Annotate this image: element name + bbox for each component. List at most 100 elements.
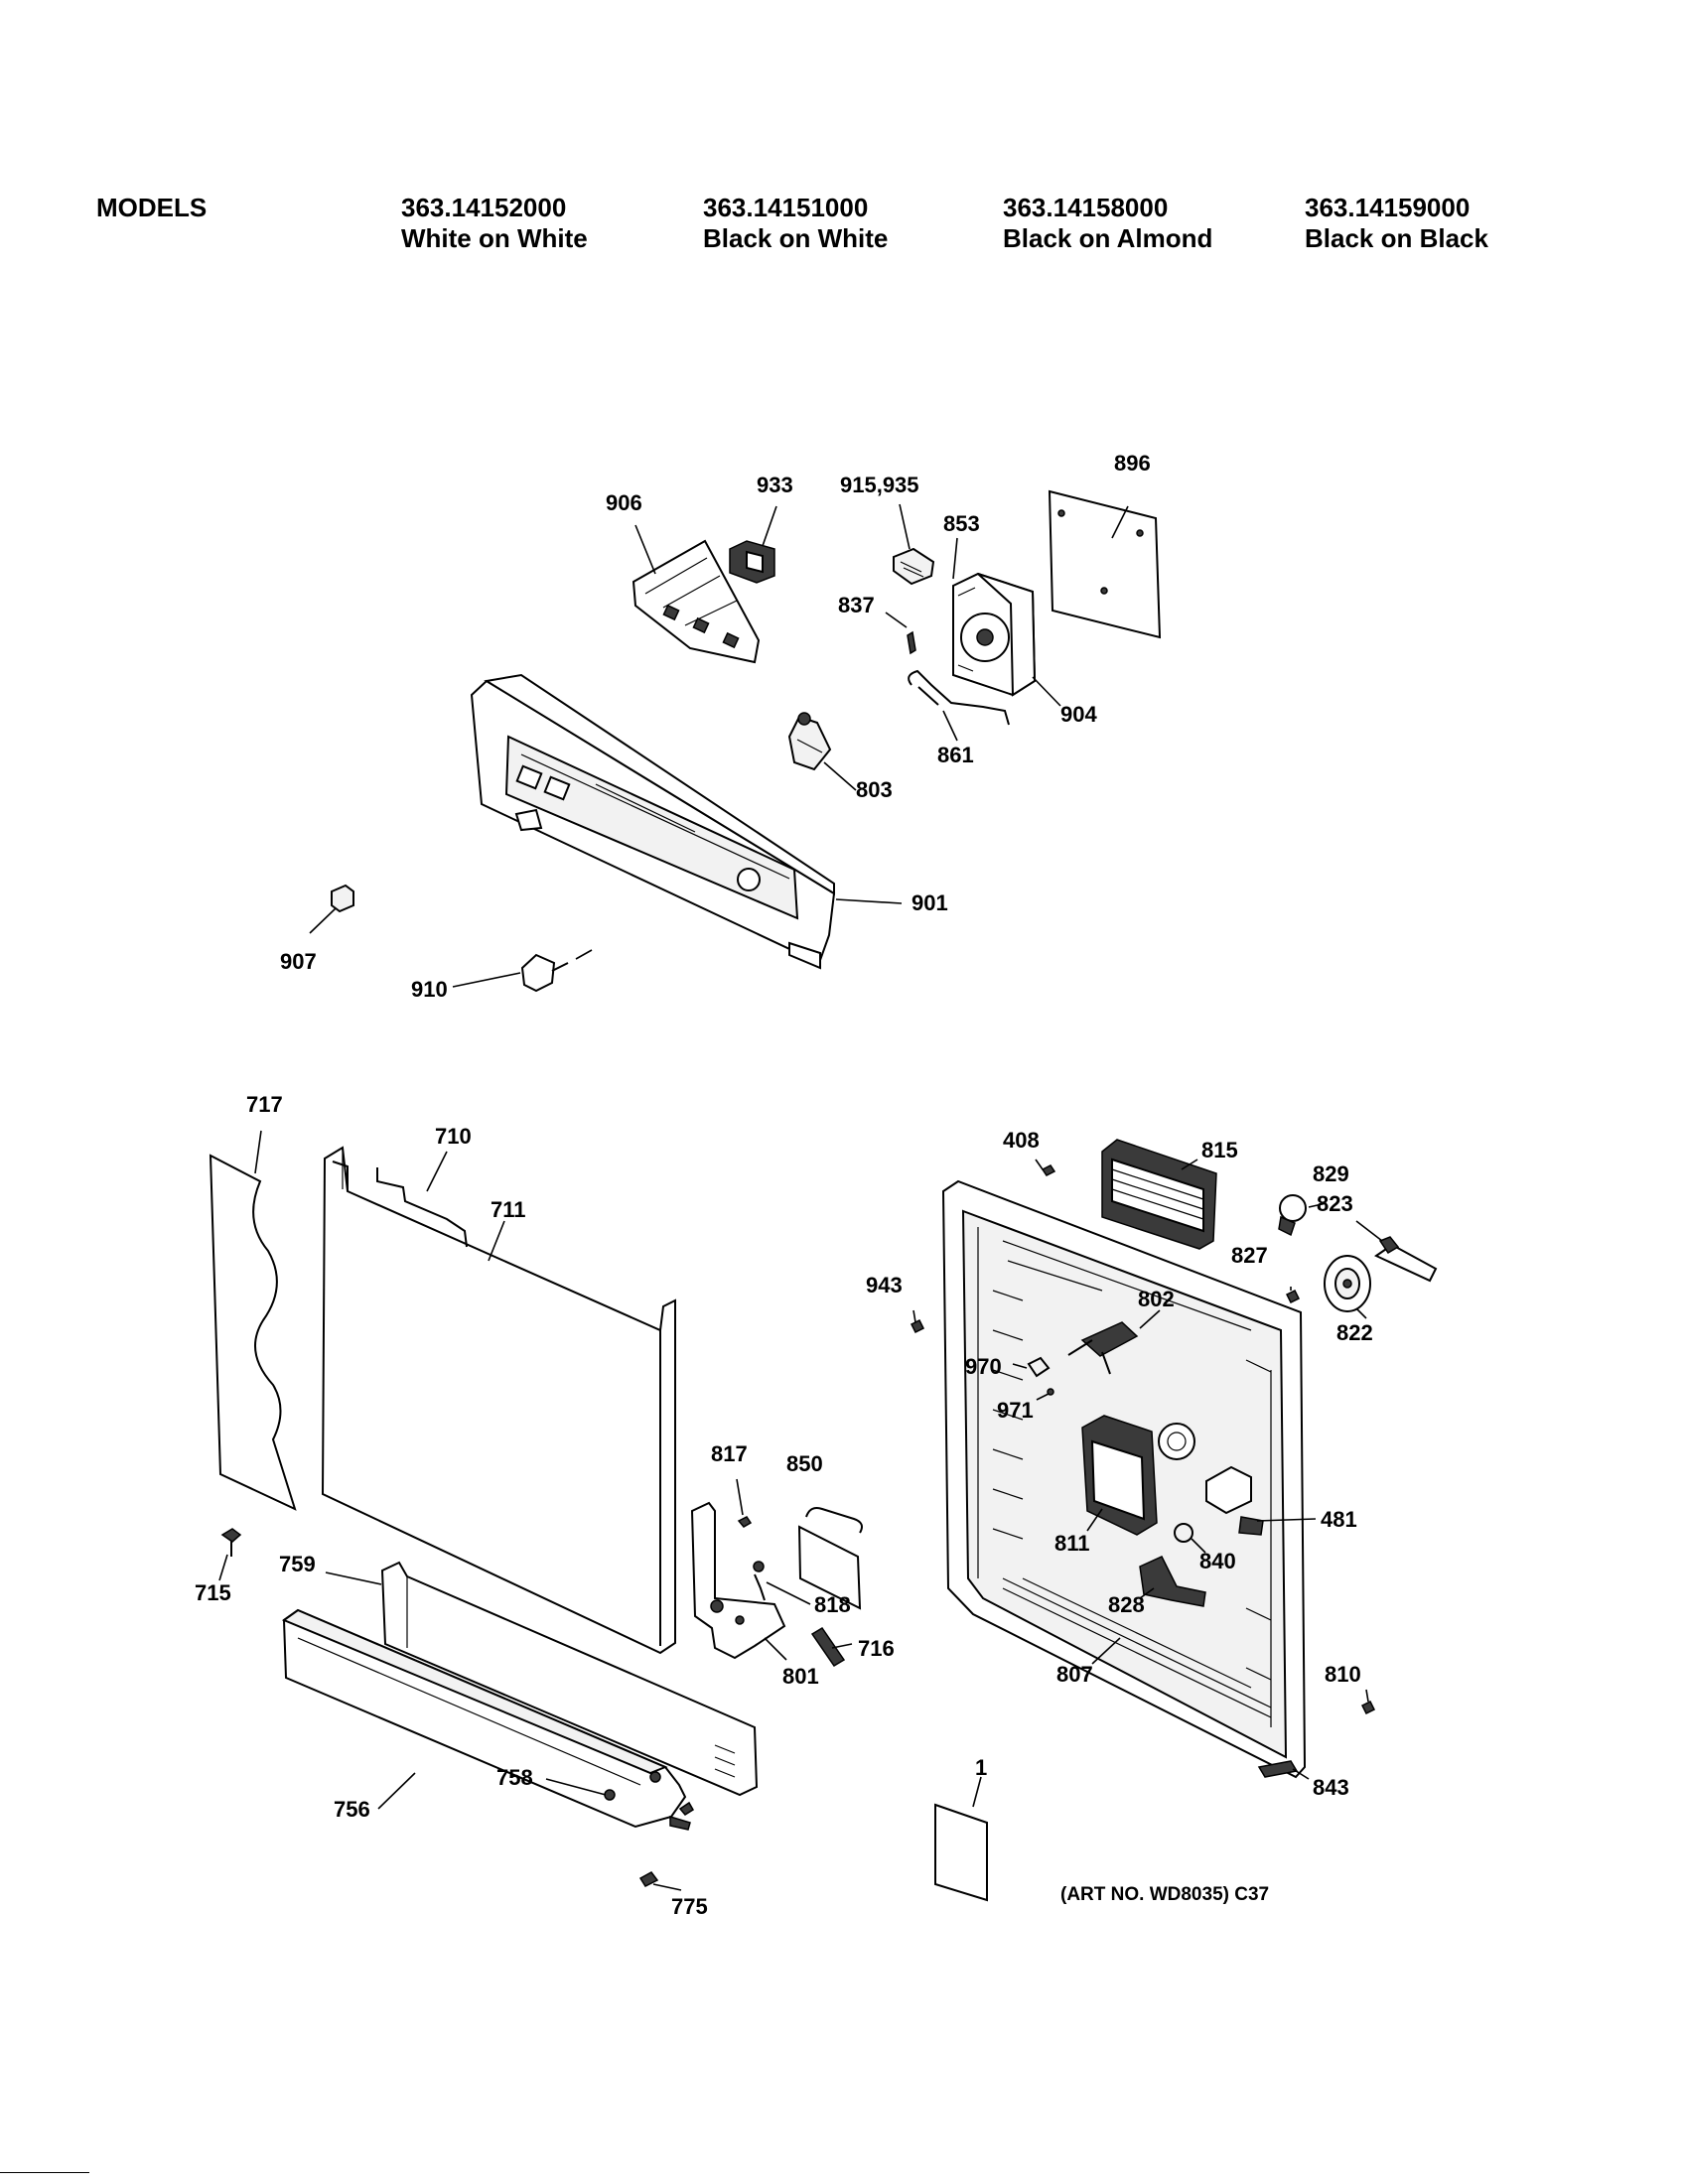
callout-904: 904 (1060, 702, 1097, 727)
callout-716: 716 (858, 1636, 895, 1661)
part-906-switch-bracket (632, 539, 761, 664)
part-716-spacer (810, 1626, 846, 1668)
part-802-latch (1067, 1321, 1139, 1375)
callout-823: 823 (1317, 1191, 1353, 1216)
inner-door-group (910, 1139, 1438, 1902)
model-column: 363.14158000 Black on Almond (1003, 193, 1212, 254)
callout-759: 759 (279, 1552, 316, 1576)
door-panel-group (209, 1146, 863, 1887)
part-853-904-timer (952, 572, 1037, 697)
part-803-bracket (787, 712, 832, 771)
callout-943: 943 (866, 1273, 903, 1297)
part-901-control-panel (470, 673, 836, 970)
part-840-gasket (1174, 1523, 1193, 1543)
callout-840: 840 (1199, 1549, 1236, 1573)
callout-910: 910 (411, 977, 448, 1002)
part-710-bracket (376, 1167, 468, 1248)
callout-815: 815 (1201, 1138, 1238, 1162)
callout-803: 803 (856, 777, 893, 802)
part-481-detergent-cup (1205, 1465, 1264, 1536)
callout-801: 801 (782, 1664, 819, 1689)
part-822-dial (1324, 1255, 1371, 1312)
model-column: 363.14159000 Black on Black (1305, 193, 1488, 254)
part-711-door-panel (321, 1146, 676, 1655)
callout-971: 971 (997, 1398, 1034, 1423)
part-408-screw (1041, 1164, 1056, 1176)
part-715-screw (220, 1528, 242, 1557)
callout-717: 717 (246, 1092, 283, 1117)
model-number: 363.14158000 (1003, 193, 1169, 222)
models-header: MODELS 363.14152000 White on White 363.1… (0, 193, 1684, 262)
callout-843: 843 (1313, 1775, 1349, 1800)
page-edge-rule (0, 2172, 89, 2173)
model-finish: Black on Almond (1003, 223, 1213, 253)
part-837-clip (907, 630, 916, 655)
part-827-screw (1285, 1289, 1301, 1304)
model-column: 363.14152000 White on White (401, 193, 588, 254)
callout-715: 715 (195, 1580, 231, 1605)
model-finish: Black on White (703, 223, 889, 253)
callout-810: 810 (1325, 1662, 1361, 1687)
callout-408: 408 (1003, 1128, 1040, 1153)
callout-837: 837 (838, 593, 875, 617)
leader-lines (218, 503, 1383, 1891)
callout-labels: 906 933 915,935 853 896 837 904 861 803 … (195, 451, 1373, 1919)
callout-829: 829 (1313, 1161, 1349, 1186)
callout-756: 756 (334, 1797, 370, 1822)
callout-861: 861 (937, 743, 974, 767)
callout-807: 807 (1056, 1662, 1093, 1687)
callout-828: 828 (1108, 1592, 1145, 1617)
part-829-knob (1278, 1194, 1307, 1237)
part-970-plug (1027, 1356, 1051, 1378)
models-label: MODELS (96, 193, 208, 222)
callout-906: 906 (606, 490, 642, 515)
callout-758: 758 (496, 1765, 533, 1790)
part-1-literature (934, 1803, 988, 1902)
callout-710: 710 (435, 1124, 472, 1149)
part-823-lever-end (1378, 1236, 1400, 1255)
callout-1: 1 (975, 1755, 987, 1780)
part-815-vent (1101, 1139, 1217, 1250)
callout-827: 827 (1231, 1243, 1268, 1268)
part-818-spring-link (753, 1561, 766, 1601)
callout-817: 817 (711, 1441, 748, 1466)
callout-481: 481 (1321, 1507, 1357, 1532)
model-number: 363.14159000 (1305, 193, 1471, 222)
part-810-screw (1360, 1700, 1376, 1715)
part-828-lever (1139, 1556, 1206, 1607)
callout-896: 896 (1114, 451, 1151, 476)
model-number: 363.14152000 (401, 193, 567, 222)
part-screw (678, 1801, 695, 1816)
callout-802: 802 (1138, 1287, 1175, 1311)
callout-907: 907 (280, 949, 317, 974)
part-717-insulation (209, 1154, 297, 1511)
model-finish: Black on Black (1305, 223, 1488, 253)
part-811-dispenser (1081, 1415, 1158, 1536)
model-finish: White on White (401, 223, 588, 253)
callout-811: 811 (1054, 1531, 1090, 1556)
part-971-pin (1047, 1388, 1054, 1396)
callout-850: 850 (786, 1451, 823, 1476)
control-panel-group (331, 489, 1162, 993)
part-910-knob (520, 949, 593, 993)
part-801-hinge (690, 1501, 786, 1660)
part-896-cover-plate (1048, 489, 1162, 639)
part-756-kick-plate (281, 1608, 691, 1831)
part-933-switch (729, 540, 775, 584)
art-number: (ART NO. WD8035) C37 (1060, 1884, 1269, 1905)
part-907-knob-cap (331, 884, 354, 913)
part-823-lever (1373, 1243, 1438, 1283)
callout-822: 822 (1336, 1320, 1373, 1345)
part-817-screw (737, 1516, 753, 1528)
callout-853: 853 (943, 511, 980, 536)
part-915-935-button (893, 547, 935, 586)
callout-818: 818 (814, 1592, 851, 1617)
model-column: 363.14151000 Black on White (703, 193, 888, 254)
callout-901: 901 (912, 890, 948, 915)
part-rinse-aid-cap (1158, 1423, 1195, 1460)
callout-970: 970 (965, 1354, 1002, 1379)
model-number: 363.14151000 (703, 193, 869, 222)
callout-711: 711 (491, 1197, 526, 1222)
callout-915-935: 915,935 (840, 473, 919, 497)
